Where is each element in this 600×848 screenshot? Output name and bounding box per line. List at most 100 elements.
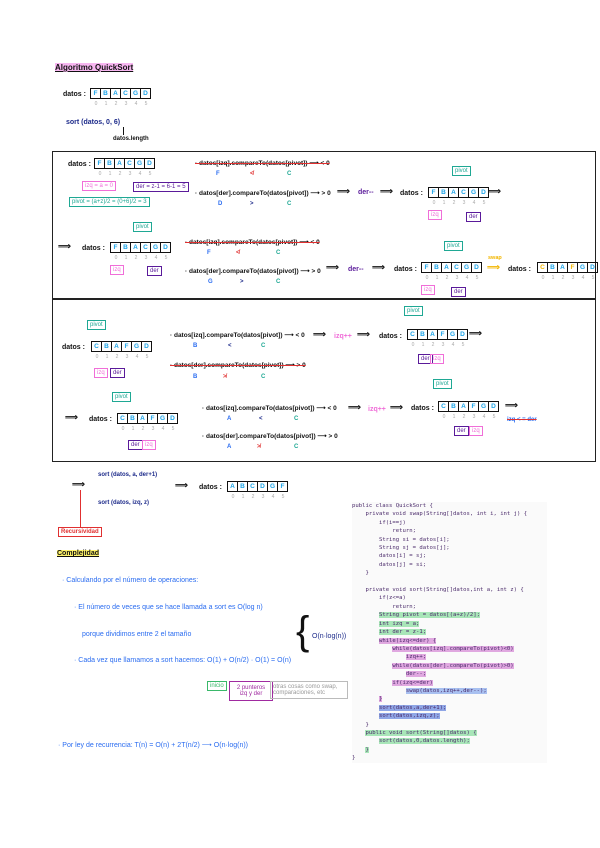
- index-label: 4: [482, 414, 486, 420]
- index-label: 0: [98, 171, 102, 177]
- note-line: · Cada vez que llamamos a sort hacemos: …: [74, 657, 292, 664]
- compare-izq: · datos[izq].compareTo(datos[pivot]) ⟶ <…: [185, 239, 320, 246]
- code-line: datos[j] = si;: [352, 561, 547, 569]
- note-line: · El número de veces que se hace llamada…: [74, 604, 263, 611]
- brace-result: O(n·log(n)): [312, 633, 347, 640]
- array-label: datos :: [508, 266, 531, 273]
- index-label: 0: [411, 342, 415, 348]
- code-text: }: [378, 696, 383, 703]
- array-cell: B: [101, 89, 111, 98]
- array-cell: B: [121, 243, 131, 252]
- index-label: 2: [445, 275, 449, 281]
- index-label: 2: [118, 171, 122, 177]
- index-label: 5: [475, 275, 479, 281]
- implies-arrow: ⟹: [65, 412, 78, 422]
- array-cell: F: [438, 330, 448, 339]
- code-text: private void swap(String[]datos, int i, …: [365, 511, 528, 518]
- index-label: 5: [164, 255, 168, 261]
- index-label: 0: [114, 255, 118, 261]
- compare-izq: · datos[izq].compareTo(datos[pivot]) ⟶ <…: [202, 405, 337, 412]
- code-line: if(izq<=der): [352, 679, 547, 687]
- index-label: 4: [135, 354, 139, 360]
- index-label: 0: [95, 354, 99, 360]
- index-label: 2: [251, 494, 255, 500]
- value-label: ≯: [223, 374, 227, 380]
- value-label: F: [216, 171, 220, 177]
- value-label: <: [228, 343, 232, 349]
- code-text: String pivot = datos[(a+z)/2];: [378, 612, 480, 619]
- value-label: G: [208, 279, 213, 285]
- pivot-marker: pivot: [433, 379, 452, 389]
- index-label: 3: [462, 200, 466, 206]
- array-cell: C: [92, 342, 102, 351]
- index-label: 3: [571, 275, 575, 281]
- array-cell: B: [105, 159, 115, 168]
- compare-der: · datos[der].compareTo(datos[pivot]) ⟶ >…: [170, 362, 306, 369]
- array-cell: A: [428, 330, 438, 339]
- der-marker: der: [418, 354, 433, 364]
- value-label: B: [193, 374, 198, 380]
- code-text: int izq = a;: [378, 620, 420, 627]
- code-line: int der = z-1;: [352, 628, 547, 636]
- array-cell: A: [449, 188, 459, 197]
- index-label: 2: [114, 101, 118, 107]
- code-line: }: [352, 746, 547, 754]
- step-label: izq++: [368, 406, 386, 413]
- value-label: <: [259, 416, 263, 422]
- index-label: 5: [461, 342, 465, 348]
- code-line: while(izq<=der) {: [352, 637, 547, 645]
- code-line: [352, 578, 547, 586]
- code-text: der--;: [405, 671, 427, 678]
- array-cell: A: [558, 263, 568, 272]
- index-label: 1: [131, 426, 135, 432]
- index-label: 4: [271, 494, 275, 500]
- array-cell: A: [112, 342, 122, 351]
- index-label: 4: [138, 171, 142, 177]
- index-label: 0: [541, 275, 545, 281]
- array-cell: F: [148, 414, 158, 423]
- code-line: sort(datos,a,der+1);: [352, 704, 547, 712]
- implies-arrow: ⟹: [175, 480, 188, 490]
- swap-label: swap: [488, 255, 502, 261]
- array-cell: B: [548, 263, 558, 272]
- array-cell: A: [111, 89, 121, 98]
- pivot-init-box: pivot = (a+z)/2 = (0+6)/2 = 3: [69, 197, 150, 207]
- index-label: 5: [591, 275, 595, 281]
- code-line: return;: [352, 527, 547, 535]
- der-init-box: der = z-1 = 6-1 = 5: [133, 182, 189, 192]
- index-label: 0: [425, 275, 429, 281]
- note-line: · Calculando por el número de operacione…: [62, 577, 199, 584]
- array-cell: G: [578, 263, 588, 272]
- pivot-marker: pivot: [444, 241, 463, 251]
- step-label: der--: [358, 189, 374, 196]
- code-text: }: [365, 570, 369, 577]
- implies-arrow: ⟹: [380, 186, 393, 196]
- index-label: 3: [472, 414, 476, 420]
- punteros-box: 2 punteros izq y der: [229, 681, 273, 701]
- code-line: }: [352, 721, 547, 729]
- index-label: 3: [151, 426, 155, 432]
- array-cell: B: [128, 414, 138, 423]
- array-label: datos :: [62, 344, 85, 351]
- code-text: sort(datos,0,datos.length);: [378, 738, 470, 745]
- implies-arrow: ⟹: [488, 186, 501, 196]
- pivot-marker: pivot: [404, 306, 423, 316]
- array-cell: D: [143, 90, 148, 97]
- array-cell: C: [452, 263, 462, 272]
- index-label: 1: [108, 171, 112, 177]
- index-label: 2: [431, 342, 435, 348]
- index-label: 5: [144, 101, 148, 107]
- value-label: ≯: [257, 444, 261, 450]
- step-label: izq++: [334, 333, 352, 340]
- array-cell: C: [439, 402, 449, 411]
- value-label: F: [207, 250, 211, 256]
- index-label: 3: [261, 494, 265, 500]
